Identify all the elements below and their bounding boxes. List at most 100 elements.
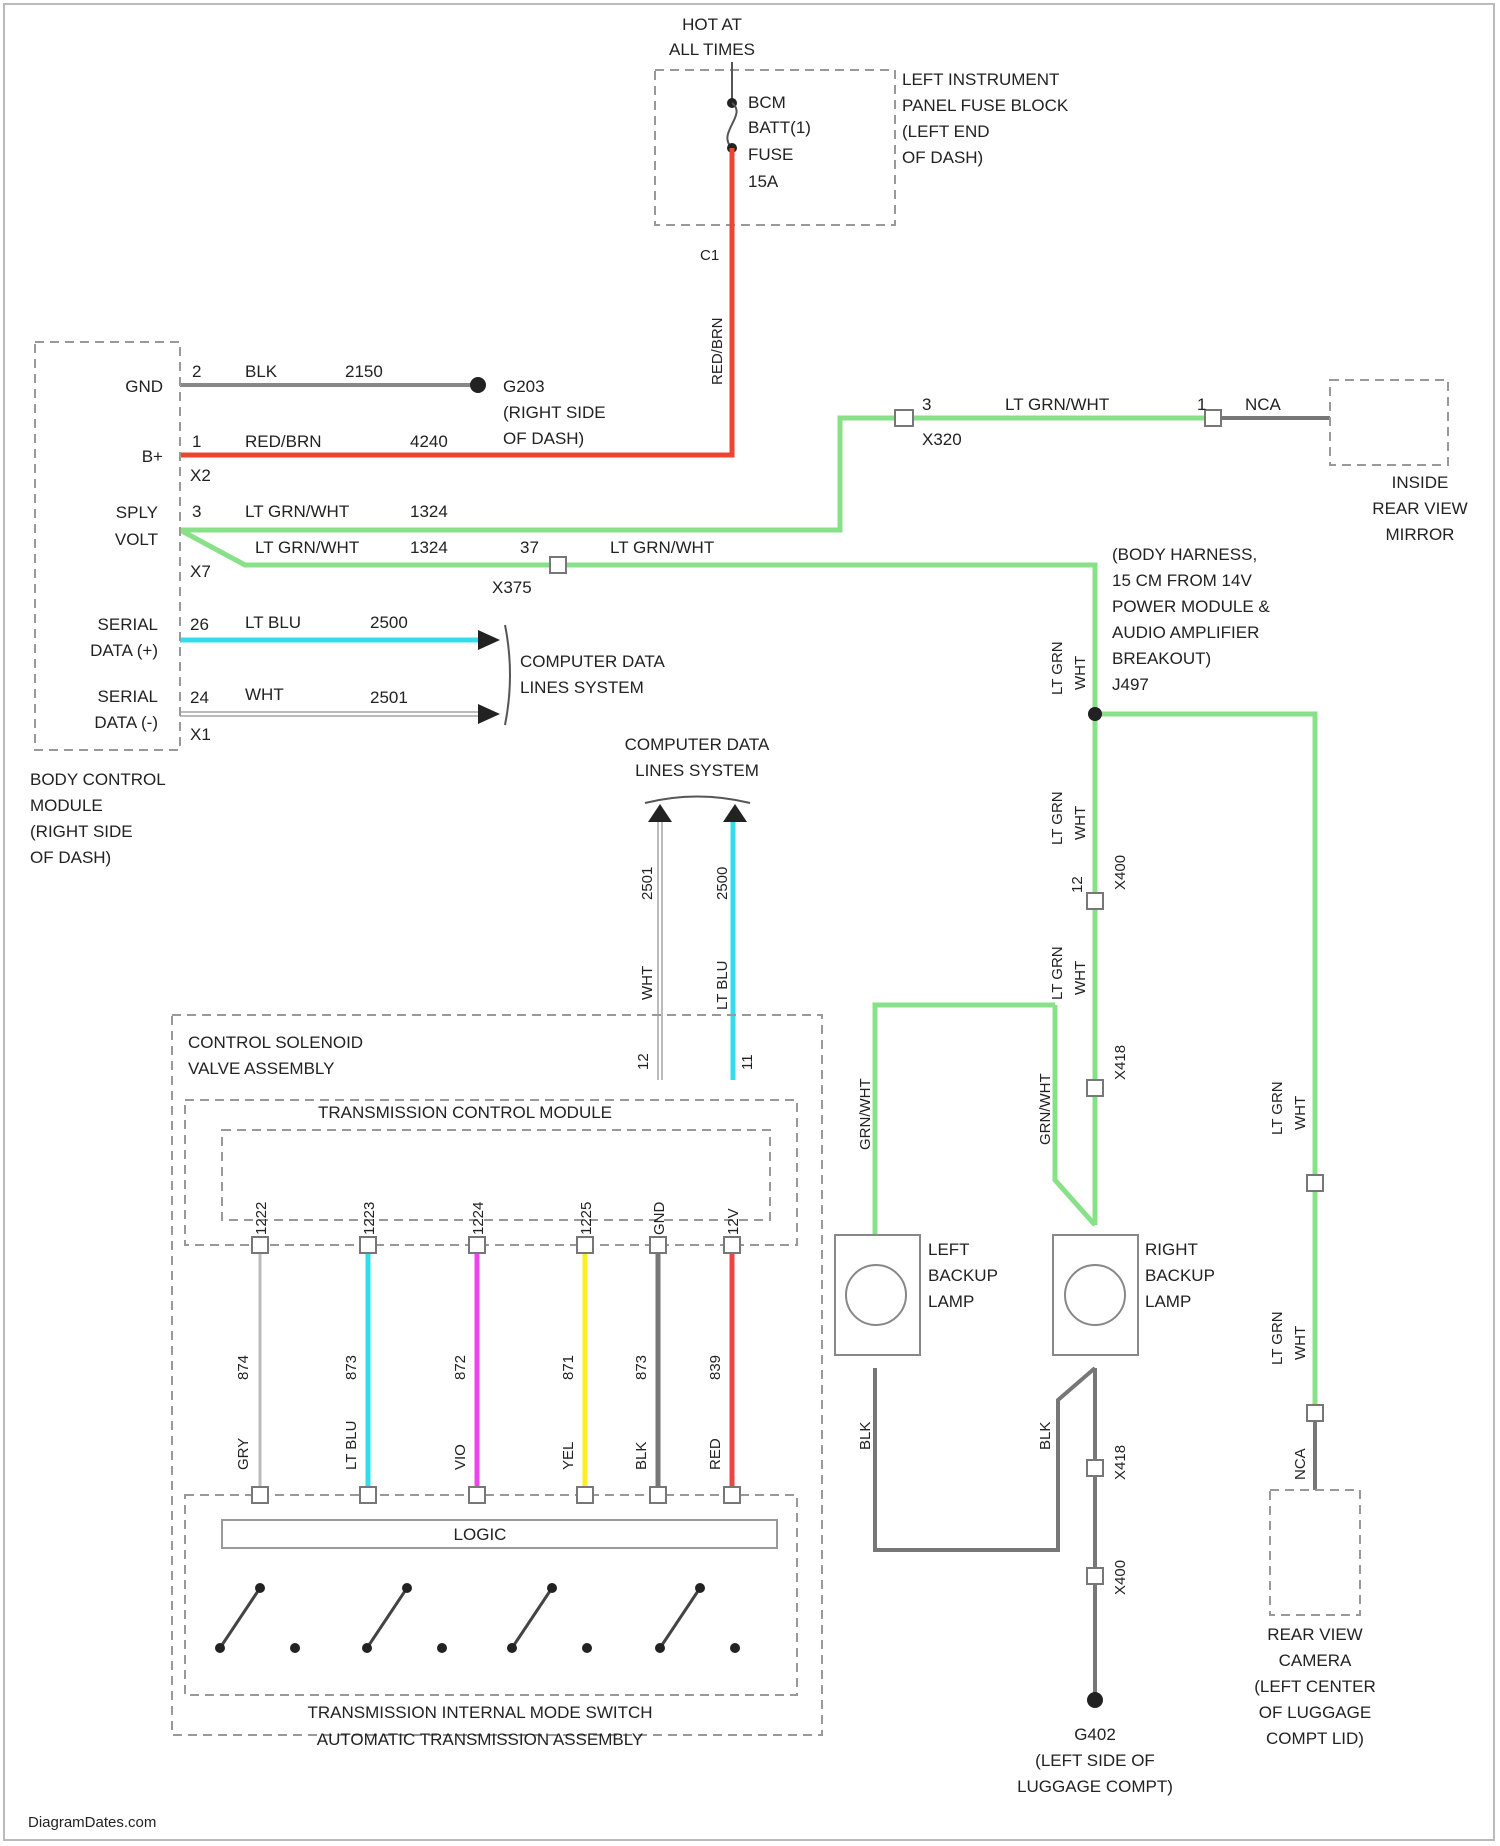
trans-wire-circuit-label: 873: [343, 1355, 360, 1380]
left-backup-lamp: GRN/WHT LEFT BACKUP LAMP BLK: [835, 1078, 998, 1450]
right-lamp-label-line3: LAMP: [1145, 1292, 1191, 1311]
x320-wire-color: LT GRN/WHT: [1005, 395, 1109, 414]
trans-wire-connector: [577, 1237, 593, 1253]
mirror-connection: 3 X320 LT GRN/WHT 1 NCA INSIDE REAR VIEW…: [895, 380, 1468, 544]
g402-x418-label: X418: [1112, 1445, 1129, 1480]
fuse-block-location-line2: PANEL FUSE BLOCK: [902, 96, 1069, 115]
hot-at-all-times-line2: ALL TIMES: [669, 40, 755, 59]
camera-wire-color-1: LT GRN: [1269, 1081, 1286, 1135]
bcm-gnd-pin: 2: [192, 362, 201, 381]
trans-wire-top-label: 1222: [253, 1202, 270, 1235]
trans-wire-connector: [724, 1237, 740, 1253]
tcm-data-minus-circuit: 2501: [639, 867, 656, 900]
right-lamp-wire-color: GRN/WHT: [1037, 1073, 1054, 1145]
bcm-bplus-circuit: 4240: [410, 432, 448, 451]
transmission-assembly: CONTROL SOLENOID VALVE ASSEMBLY TRANSMIS…: [172, 1015, 822, 1749]
mirror-pin: 1: [1197, 395, 1206, 414]
trans-wire-color-label: LT BLU: [343, 1421, 360, 1470]
switch-contact: [362, 1643, 372, 1653]
splice-label-line1: (BODY HARNESS,: [1112, 545, 1257, 564]
camera-label-line4: OF LUGGAGE: [1259, 1703, 1371, 1722]
trans-wire-circuit-label: 873: [633, 1355, 650, 1380]
x418-name: X418: [1112, 1045, 1129, 1080]
mirror-outline: [1330, 380, 1448, 465]
fuse-block-location-line3: (LEFT END: [902, 122, 990, 141]
g402-x400-label: X400: [1112, 1560, 1129, 1595]
switch-contact: [695, 1583, 705, 1593]
fuse-block: HOT AT ALL TIMES BCM BATT(1) FUSE 15A LE…: [655, 15, 1069, 385]
splice-label-line2: 15 CM FROM 14V: [1112, 571, 1252, 590]
control-solenoid-outline: [172, 1015, 822, 1735]
trans-wire-connector: [360, 1487, 376, 1503]
camera-wire-circuit-1: WHT: [1292, 1096, 1309, 1130]
bcm-gnd-color: BLK: [245, 362, 278, 381]
right-lamp-label-line2: BACKUP: [1145, 1266, 1215, 1285]
trans-wire-connector: [252, 1487, 268, 1503]
switch-contact: [582, 1643, 592, 1653]
ground-g203-location-line2: OF DASH): [503, 429, 584, 448]
logic-label: LOGIC: [454, 1525, 507, 1544]
left-lamp-label-line2: BACKUP: [928, 1266, 998, 1285]
bcm-serial-hi-label-line2: DATA (+): [90, 641, 158, 660]
trans-wire-connector: [252, 1237, 268, 1253]
right-lamp-ground-color: BLK: [1037, 1422, 1054, 1450]
tcm-data-minus-pin: 12: [635, 1053, 652, 1070]
x320-pin: 3: [922, 395, 931, 414]
tcm-data-plus-pin: 11: [739, 1054, 756, 1070]
green-wire-circuit-1: WHT: [1072, 656, 1089, 690]
left-lamp-label-line3: LAMP: [928, 1292, 974, 1311]
x375-wire-color: LT GRN/WHT: [610, 538, 714, 557]
bcm-serial-hi-color: LT BLU: [245, 613, 301, 632]
bcm-serial-lo-pin: 24: [190, 688, 209, 707]
x375-connector: [550, 557, 566, 573]
bcm-bplus-color: RED/BRN: [245, 432, 322, 451]
g402-x400-connector: [1087, 1568, 1103, 1584]
computer-data-lines-label2-line2: LINES SYSTEM: [635, 761, 759, 780]
body-control-module: GND 2 BLK 2150 G203 (RIGHT SIDE OF DASH)…: [30, 342, 606, 867]
green-wire-circuit-2: WHT: [1072, 806, 1089, 840]
fuse-wire-color: RED/BRN: [709, 317, 726, 385]
camera-nca-label: NCA: [1292, 1448, 1309, 1480]
bcm-serial-lo-color: WHT: [245, 685, 284, 704]
bcm-gnd-circuit: 2150: [345, 362, 383, 381]
bcm-serial-lo-label-line1: SERIAL: [98, 687, 158, 706]
green-wire-left-lamp: [875, 1005, 1055, 1235]
fuse-pin-label: C1: [700, 247, 719, 264]
mode-switch-label: TRANSMISSION INTERNAL MODE SWITCH: [307, 1703, 652, 1722]
ground-g402-location-line2: LUGGAGE COMPT): [1017, 1777, 1173, 1796]
splice-label-line5: BREAKOUT): [1112, 649, 1211, 668]
rear-view-camera: LT GRN WHT LT GRN WHT NCA REAR VIEW CAME…: [1254, 1081, 1376, 1748]
green-wire-right-lamp: [1055, 1005, 1095, 1225]
control-solenoid-label-line1: CONTROL SOLENOID: [188, 1033, 363, 1052]
mirror-nca: NCA: [1245, 395, 1282, 414]
switch-blade: [367, 1588, 407, 1648]
camera-inline-connector: [1307, 1175, 1323, 1191]
switch-contact: [402, 1583, 412, 1593]
trans-wire-circuit-label: 874: [235, 1355, 252, 1380]
computer-data-lines-label1-line2: LINES SYSTEM: [520, 678, 644, 697]
fuse-block-location-line4: OF DASH): [902, 148, 983, 167]
bcm-serial-lo-label-line2: DATA (-): [94, 713, 158, 732]
computer-data-lines-label1-line1: COMPUTER DATA: [520, 652, 665, 671]
left-lamp-wire-color: GRN/WHT: [857, 1078, 874, 1150]
switch-contact: [255, 1583, 265, 1593]
switch-blade: [220, 1588, 260, 1648]
trans-wire-circuit-label: 872: [452, 1355, 469, 1380]
x400-name: X400: [1112, 855, 1129, 890]
x418-connector: [1087, 1080, 1103, 1096]
right-lamp-label-line1: RIGHT: [1145, 1240, 1198, 1259]
bcm-bplus-label: B+: [142, 447, 163, 466]
trans-wire-connector: [469, 1487, 485, 1503]
splice-j497: (BODY HARNESS, 15 CM FROM 14V POWER MODU…: [1049, 545, 1270, 1096]
switch-contact: [215, 1643, 225, 1653]
green-wire-color-3: LT GRN: [1049, 946, 1066, 1000]
computer-data-lines-label2-line1: COMPUTER DATA: [625, 735, 770, 754]
tcm-data-plus-circuit: 2500: [714, 867, 731, 900]
tcm-label: TRANSMISSION CONTROL MODULE: [318, 1103, 612, 1122]
splice-label-line3: POWER MODULE &: [1112, 597, 1270, 616]
left-lamp-ground-wire: [875, 1368, 1095, 1550]
fuse-label-line1: BCM: [748, 93, 786, 112]
bcm-name-line2: MODULE: [30, 796, 103, 815]
fuse-symbol: [727, 103, 736, 148]
